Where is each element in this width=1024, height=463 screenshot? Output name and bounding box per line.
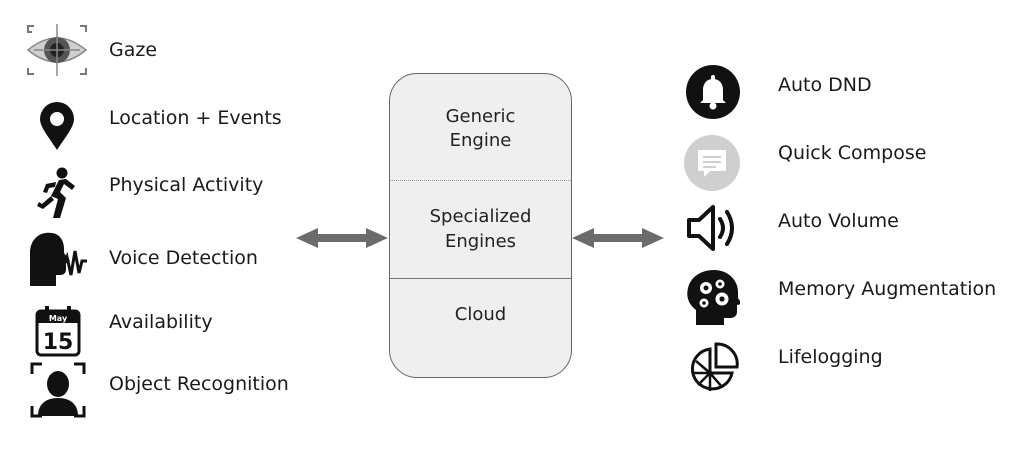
input-label-location: Location + Events xyxy=(109,107,282,129)
input-label-voice-detection: Voice Detection xyxy=(109,247,258,269)
output-label-auto-dnd: Auto DND xyxy=(778,74,872,96)
running-person-icon xyxy=(36,166,80,220)
cloud-engine: Cloud xyxy=(390,279,571,351)
generic-engine: Generic Engine xyxy=(390,74,571,181)
specialized-engines-label: Specialized Engines xyxy=(429,206,532,252)
location-pin-icon xyxy=(38,101,76,151)
input-label-availability: Availability xyxy=(109,311,213,333)
bell-icon xyxy=(685,64,741,120)
right-double-arrow xyxy=(572,226,664,254)
output-label-lifelogging: Lifelogging xyxy=(778,346,883,368)
calendar-day: 15 xyxy=(43,330,74,355)
generic-engine-label: Generic Engine xyxy=(445,105,516,151)
input-label-gaze: Gaze xyxy=(109,39,158,61)
pie-chart-icon xyxy=(686,341,740,395)
engine-stack: Generic Engine Specialized Engines Cloud xyxy=(389,73,572,378)
specialized-engines: Specialized Engines xyxy=(390,181,571,279)
brain-gears-icon xyxy=(684,268,740,326)
output-label-auto-volume: Auto Volume xyxy=(778,210,899,232)
input-label-object-recognition: Object Recognition xyxy=(109,373,289,395)
calendar-icon: May 15 xyxy=(35,305,81,357)
left-double-arrow xyxy=(296,226,388,254)
cloud-label: Cloud xyxy=(454,303,507,325)
input-label-physical-activity: Physical Activity xyxy=(109,174,264,196)
speaker-icon xyxy=(685,203,741,253)
speaking-head-icon xyxy=(26,229,88,287)
message-icon xyxy=(683,134,741,192)
output-label-memory-augmentation: Memory Augmentation xyxy=(778,278,997,300)
calendar-month: May xyxy=(49,314,68,323)
face-recognition-icon xyxy=(30,362,86,418)
eye-target-icon xyxy=(24,22,90,78)
output-label-quick-compose: Quick Compose xyxy=(778,142,927,164)
